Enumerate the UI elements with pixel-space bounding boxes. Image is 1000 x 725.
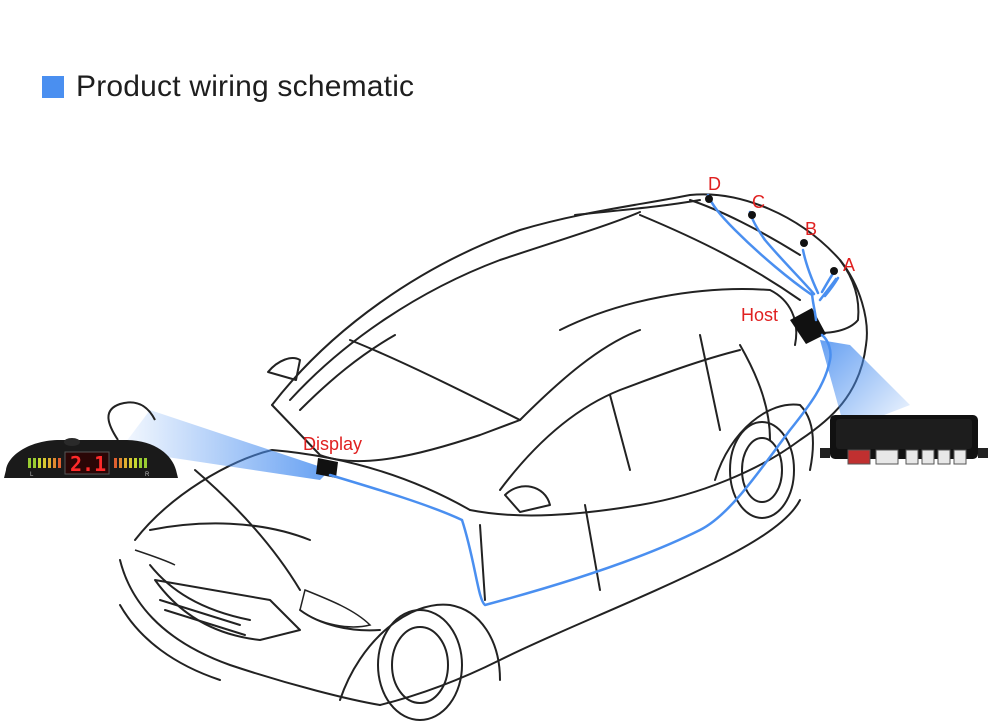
sensor-a-dot: [830, 267, 838, 275]
display-right-mark: R: [145, 472, 150, 478]
display-left-mark: L: [30, 472, 34, 478]
host-beam: [820, 340, 910, 430]
sensor-dots: [705, 195, 838, 275]
host-unit-icon: [820, 415, 988, 465]
display-readout: 2.1: [70, 452, 106, 476]
sensor-b-label: B: [805, 219, 817, 239]
sensor-d-dot: [705, 195, 713, 203]
sensor-a-label: A: [843, 255, 855, 275]
display-mount: [316, 458, 338, 478]
display-unit-icon: [4, 438, 178, 478]
blue-square-icon: [42, 76, 64, 98]
display-label: Display: [303, 434, 362, 454]
host-box: [790, 308, 826, 344]
header: Product wiring schematic: [42, 70, 414, 104]
sensor-d-label: D: [708, 174, 721, 194]
sensor-c-label: C: [752, 192, 765, 212]
sensor-c-dot: [748, 211, 756, 219]
display-beam: [120, 410, 330, 480]
wiring: [328, 193, 840, 607]
sensor-b-dot: [800, 239, 808, 247]
car-outline: [119, 193, 868, 721]
display-cable: [107, 401, 156, 441]
headlights: [134, 549, 372, 628]
page-title: Product wiring schematic: [76, 70, 415, 103]
host-label: Host: [741, 305, 778, 325]
